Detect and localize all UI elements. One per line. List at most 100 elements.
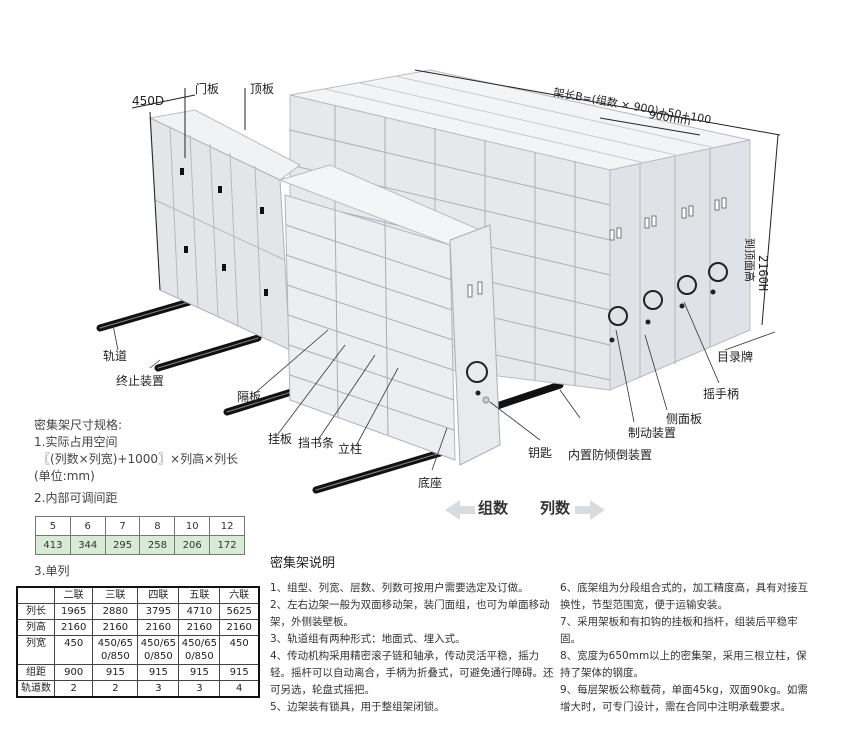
row-label: 组距 xyxy=(16,664,55,681)
table-cell: 2160 xyxy=(137,619,180,636)
table-cell: 2 xyxy=(92,680,139,698)
direction-groups: 组数 xyxy=(478,499,509,517)
crank-handle-icons xyxy=(608,262,728,326)
note-item: 6、底架组为分段组合式的，加工精度高，具有对接互换性，节型范围宽，便于运输安装。 xyxy=(560,582,809,611)
specs-item1-unit: (单位:mm) xyxy=(34,469,95,483)
single-column-table: 二联 三联 四联 五联 六联 列长 1965 2880 3795 4710 56… xyxy=(16,586,260,698)
table-cell: 4710 xyxy=(178,603,221,620)
callout-brake: 制动装置 xyxy=(628,426,677,440)
table-row: 列宽 450 450/650/850 450/650/850 450/650/8… xyxy=(16,635,260,665)
table-header: 二联 xyxy=(53,586,94,604)
row-label: 列高 xyxy=(16,619,55,636)
callout-label-plate: 目录牌 xyxy=(717,350,754,364)
table-cell: 3795 xyxy=(137,603,180,620)
table-cell: 206 xyxy=(174,535,211,555)
note-item: 2、左右边架一般为双面移动架，装门面组，也可为单面移动架，外侧装壁板。 xyxy=(270,599,550,628)
table-row: 列长 1965 2880 3795 4710 5625 xyxy=(16,603,260,620)
callout-anti-tilt: 内置防倾倒装置 xyxy=(568,448,653,462)
table-cell: 12 xyxy=(209,516,245,536)
table-cell: 6 xyxy=(69,516,106,536)
notes-right-column: 6、底架组为分段组合式的，加工精度高，具有对接互换性，节型范围宽，便于运输安装。… xyxy=(560,580,810,716)
callout-key: 钥匙 xyxy=(528,446,553,460)
table-cell: 915 xyxy=(219,664,260,681)
notes-left-column: 1、组型、列宽、层数、列数可按用户需要选定及订做。 2、左右边架一般为双面移动架… xyxy=(270,580,555,716)
callout-crank-handle: 摇手柄 xyxy=(703,387,740,401)
table-cell: 900 xyxy=(53,664,94,681)
table-header: 四联 xyxy=(137,586,180,604)
height-dimension: 2160H xyxy=(756,255,770,292)
pulled-out-shelving-unit xyxy=(278,164,501,466)
note-item: 1、组型、列宽、层数、列数可按用户需要选定及订做。 xyxy=(270,582,529,594)
table-cell: 3 xyxy=(178,680,221,698)
table-cell: 2 xyxy=(53,680,94,698)
callout-top-panel: 顶板 xyxy=(250,82,275,96)
specs-item3-title: 3.单列 xyxy=(34,564,70,578)
rails xyxy=(96,296,564,494)
specs-item1-title: 1.实际占用空间 xyxy=(34,435,118,449)
depth-dimension: 450D xyxy=(132,94,165,108)
callout-hanging-board: 挂板 xyxy=(268,432,293,446)
callout-side-panel: 侧面板 xyxy=(666,412,703,426)
callout-upright: 立柱 xyxy=(338,442,363,456)
callout-base: 底座 xyxy=(418,476,443,490)
table-cell: 2880 xyxy=(92,603,139,620)
table-cell: 2160 xyxy=(92,619,139,636)
table-cell: 8 xyxy=(139,516,176,536)
door-cabinet xyxy=(148,109,301,351)
table-cell: 915 xyxy=(178,664,221,681)
specs-item1-formula: 〖(列数×列宽)+1000〗×列高×列长 xyxy=(38,452,239,466)
gap-layers-row: 5 6 7 8 10 12 xyxy=(35,516,245,536)
table-cell: 450/650/850 xyxy=(92,635,139,665)
gap-spacing-row: 413 344 295 258 206 172 xyxy=(35,535,245,555)
table-cell: 915 xyxy=(137,664,180,681)
callout-door-panel: 门板 xyxy=(195,82,220,96)
table-cell: 172 xyxy=(209,535,245,555)
table-cell: 2160 xyxy=(219,619,260,636)
height-dimension-label: 到顶面高 xyxy=(743,238,756,282)
table-cell: 450 xyxy=(53,635,94,665)
table-cell: 2160 xyxy=(53,619,94,636)
table-cell: 5625 xyxy=(219,603,260,620)
table-header-row: 二联 三联 四联 五联 六联 xyxy=(16,586,260,604)
table-cell: 10 xyxy=(174,516,211,536)
table-cell: 7 xyxy=(104,516,141,536)
table-cell: 344 xyxy=(69,535,106,555)
table-cell: 2160 xyxy=(178,619,221,636)
table-cell: 915 xyxy=(92,664,139,681)
table-header xyxy=(16,586,55,604)
table-cell: 1965 xyxy=(53,603,94,620)
row-label: 列长 xyxy=(16,603,55,620)
note-item: 3、轨道组有两种形式：地面式、埋入式。 xyxy=(270,633,466,645)
callout-book-stop: 挡书条 xyxy=(298,436,335,450)
specs-section: 密集架尺寸规格: 1.实际占用空间 〖(列数×列宽)+1000〗×列高×列长 (… xyxy=(34,417,238,507)
table-cell: 450/650/850 xyxy=(137,635,180,665)
specs-title: 密集架尺寸规格: xyxy=(34,418,123,432)
callout-rail: 轨道 xyxy=(103,349,128,363)
table-header: 三联 xyxy=(92,586,139,604)
direction-columns: 列数 xyxy=(540,499,571,517)
table-cell: 4 xyxy=(219,680,260,698)
note-item: 5、边架装有锁具，用于整组架闭锁。 xyxy=(270,701,445,713)
note-item: 7、采用架板和有扣钩的挂板和挡杆，组装后平稳牢固。 xyxy=(560,616,798,645)
table-row: 列高 2160 2160 2160 2160 2160 xyxy=(16,619,260,636)
table-cell: 3 xyxy=(137,680,180,698)
table-cell: 5 xyxy=(35,516,71,536)
notes-title: 密集架说明 xyxy=(270,556,336,571)
table-cell: 295 xyxy=(104,535,141,555)
table-cell: 258 xyxy=(139,535,176,555)
table-row: 组距 900 915 915 915 915 xyxy=(16,664,260,681)
row-label: 轨道数 xyxy=(16,680,55,698)
table-row: 轨道数 2 2 3 3 4 xyxy=(16,680,260,698)
callout-end-stop: 终止装置 xyxy=(116,374,165,388)
note-item: 4、传动机构采用精密滚子链和轴承，传动灵活平稳，摇力轻。摇杆可以自动离合，手柄为… xyxy=(270,650,554,696)
mobile-shelving-illustration xyxy=(96,69,781,520)
note-item: 9、每层架板公称载荷，单面45kg，双面90kg。如需增大时，可专门设计，需在合… xyxy=(560,684,808,713)
note-item: 8、宽度为650mm以上的密集架，采用三根立柱，保持了架体的钢度。 xyxy=(560,650,807,679)
specs-item2-title: 2.内部可调间距 xyxy=(34,491,118,505)
callout-divider: 隔板 xyxy=(237,390,262,404)
table-header: 五联 xyxy=(178,586,221,604)
gap-spacing-table: 5 6 7 8 10 12 413 344 295 258 206 172 xyxy=(35,516,245,555)
row-label: 列宽 xyxy=(16,635,55,665)
table-cell: 413 xyxy=(35,535,71,555)
table-cell: 450/650/850 xyxy=(178,635,221,665)
